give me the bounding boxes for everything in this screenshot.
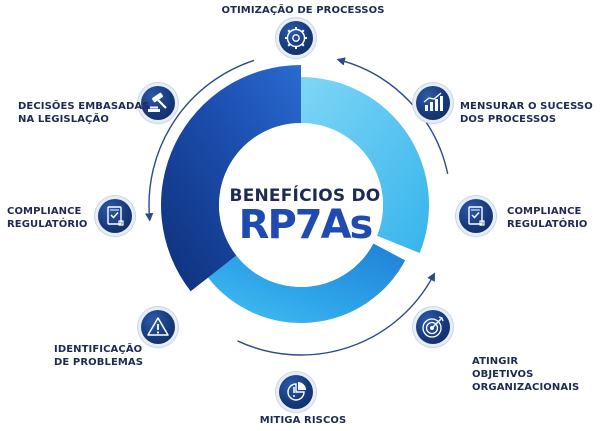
warning-icon (141, 310, 175, 344)
donut-segments (161, 64, 430, 323)
label-compliance-right: COMPLIANCE REGULATÓRIO (507, 205, 588, 231)
label-compliance-left: COMPLIANCE REGULATÓRIO (7, 205, 88, 231)
segment-mid (208, 243, 406, 323)
label-line: DOS PROCESSOS (460, 114, 557, 125)
label-line: MITIGA RISCOS (259, 415, 347, 426)
label-mensurar: MENSURAR O SUCESSO DOS PROCESSOS (460, 100, 593, 126)
gavel-icon (141, 86, 175, 120)
label-line: REGULATÓRIO (7, 219, 88, 230)
document-check-icon (459, 199, 493, 233)
segment-dark (161, 64, 301, 292)
label-line: NA LEGISLAÇÃO (18, 114, 109, 125)
label-mitiga: MITIGA RISCOS (203, 414, 403, 427)
label-line: IDENTIFICAÇÃO (54, 344, 143, 355)
arrow-top-left (144, 59, 255, 222)
center-brand: RP7As (238, 202, 374, 248)
document-check-icon (98, 199, 132, 233)
target-icon (416, 310, 450, 344)
label-atingir: ATINGIR OBJETIVOS ORGANIZACIONAIS (472, 355, 579, 394)
label-otimizacao: OTIMIZAÇÃO DE PROCESSOS (203, 4, 403, 17)
pie-alert-icon (279, 375, 313, 409)
donut-hole (219, 123, 383, 287)
label-identificacao: IDENTIFICAÇÃO DE PROBLEMAS (54, 343, 143, 369)
label-decisoes: DECISÕES EMBASADAS NA LEGISLAÇÃO (18, 100, 150, 126)
center-title: BENEFÍCIOS DO (229, 186, 381, 206)
label-line: COMPLIANCE (507, 206, 582, 217)
arrow-top-right (336, 57, 449, 174)
label-line: DECISÕES EMBASADAS (18, 101, 150, 112)
bar-chart-icon (416, 86, 450, 120)
label-line: DE PROBLEMAS (54, 357, 144, 368)
label-line: COMPLIANCE (7, 206, 82, 217)
cycle-arrows (144, 57, 449, 356)
label-line: OBJETIVOS (472, 369, 534, 380)
arrow-bottom (237, 272, 436, 356)
label-line: REGULATÓRIO (507, 219, 588, 230)
label-line: OTIMIZAÇÃO DE PROCESSOS (221, 5, 385, 16)
label-line: ORGANIZACIONAIS (472, 382, 580, 393)
gear-icon (279, 21, 313, 55)
label-line: ATINGIR (472, 356, 519, 367)
segment-light (301, 77, 430, 253)
label-line: MENSURAR O SUCESSO (460, 101, 593, 112)
